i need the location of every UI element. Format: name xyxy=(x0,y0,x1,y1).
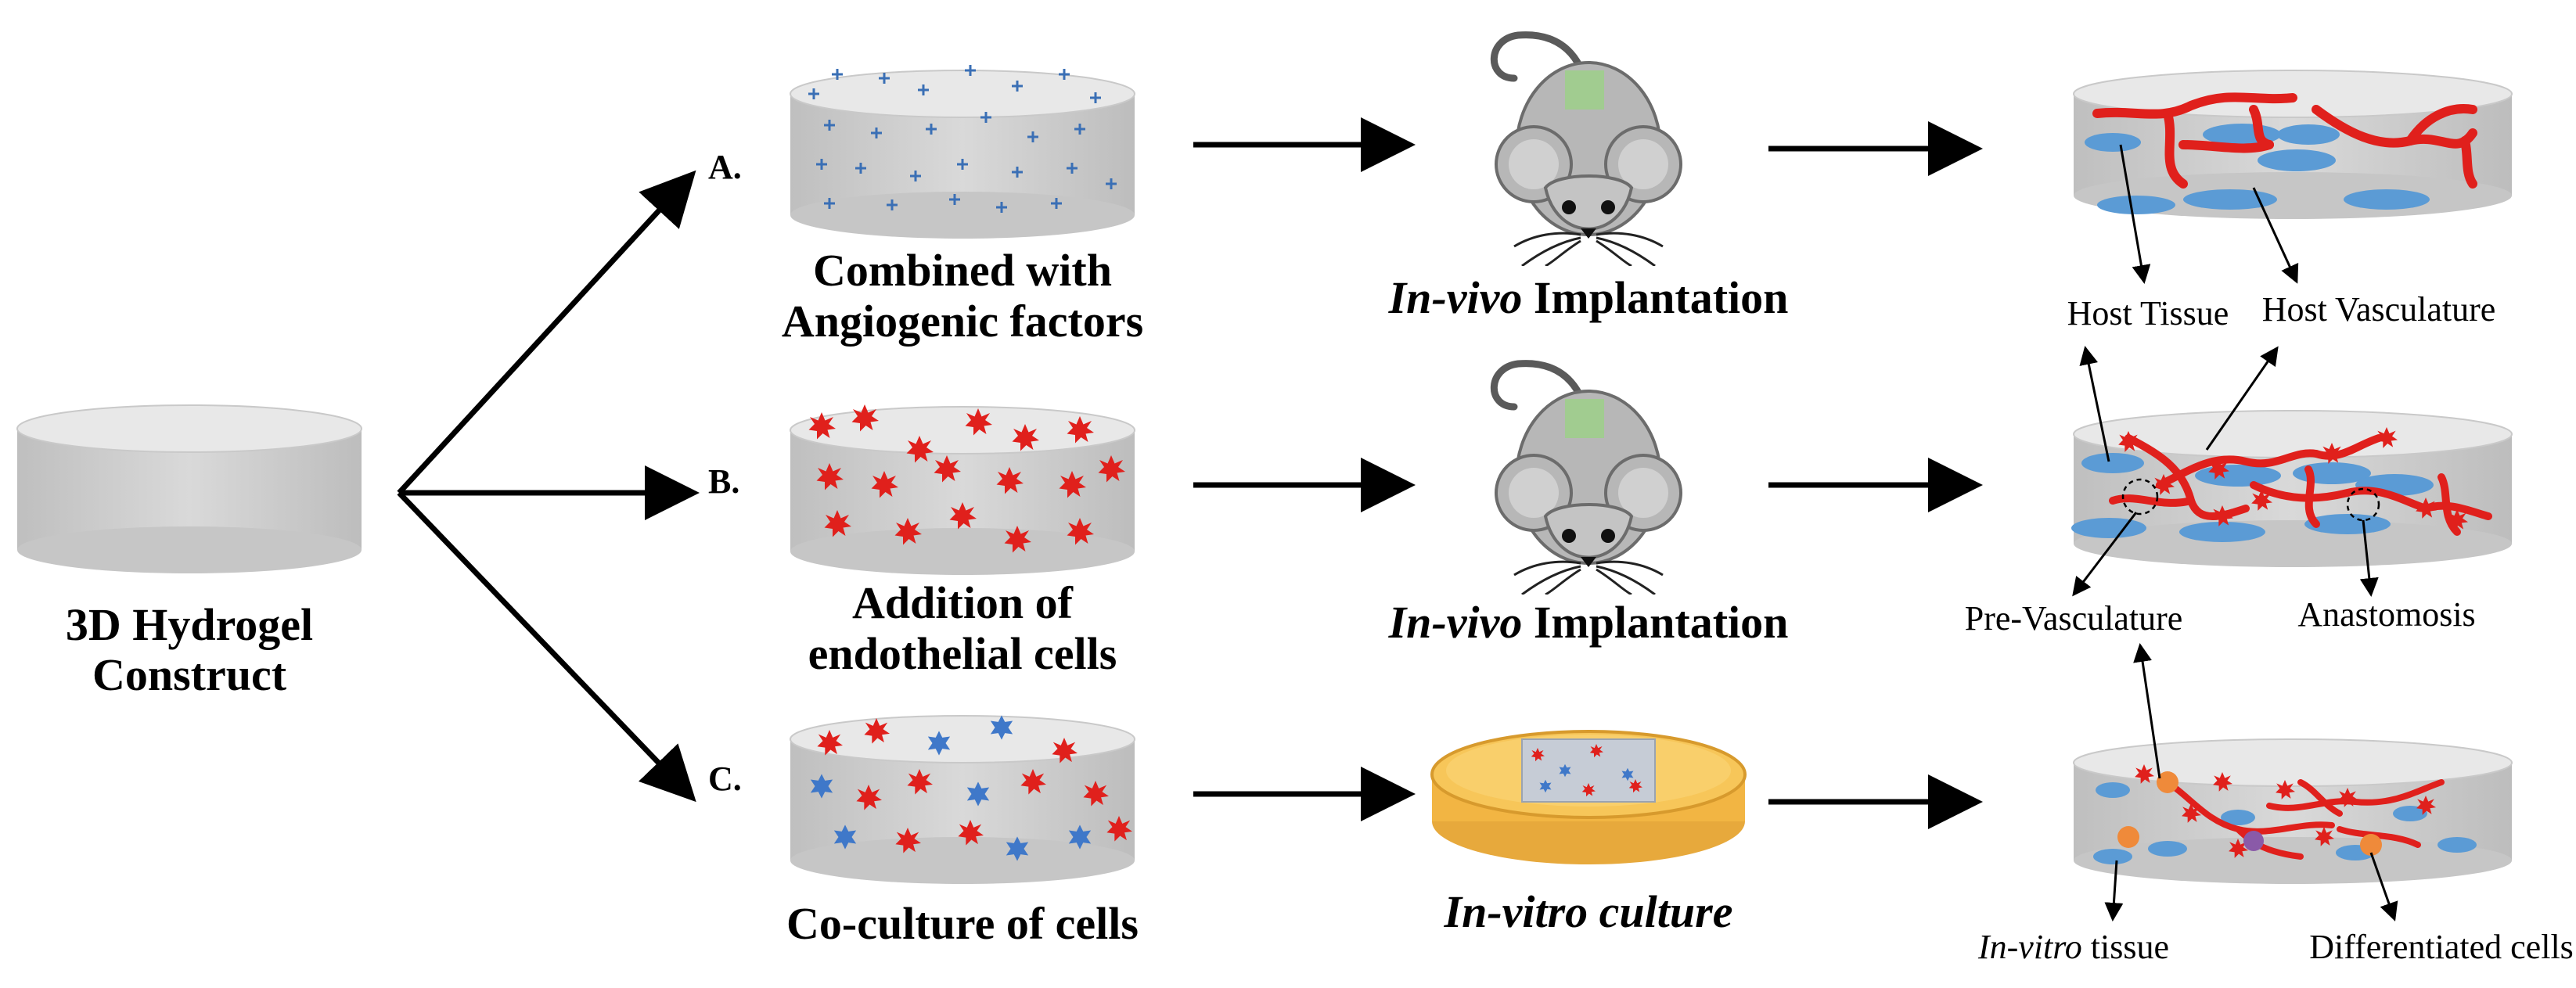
hydrogel-coculture xyxy=(790,715,1135,884)
result-a-pointers xyxy=(2119,144,2299,284)
hydrogel-construct xyxy=(16,404,362,573)
mouse-icon xyxy=(1494,364,1681,595)
angiogenic-factor-icon xyxy=(1027,131,1038,142)
row-a-step-label: In-vivo Implantation xyxy=(1388,272,1789,323)
angiogenic-factor-icon xyxy=(965,65,976,76)
step-arrows xyxy=(1193,117,1983,829)
angiogenic-factor-icon xyxy=(910,171,921,181)
angiogenic-factor-icon xyxy=(887,199,898,210)
angiogenic-factor-icon xyxy=(1012,167,1023,178)
row-b-step-italic: In-vivo xyxy=(1388,597,1523,648)
angiogenic-factor-icon xyxy=(832,69,843,80)
row-c-step-label: In-vitro culture xyxy=(1444,886,1733,937)
result-c-label-left-rest: tissue xyxy=(2082,928,2169,966)
row-b-hydrogel-line2: endothelial cells xyxy=(808,628,1117,679)
result-b-anastomosis xyxy=(2071,410,2513,567)
construct-label-line2: Construct xyxy=(92,649,287,700)
angiogenic-factor-icon xyxy=(808,88,819,99)
result-c-pointers xyxy=(2104,643,2398,922)
angiogenic-factor-icon xyxy=(926,124,937,135)
angiogenic-factor-icon xyxy=(1051,198,1062,209)
hydrogel-angiogenic xyxy=(790,65,1135,239)
row-b-step-rest: Implantation xyxy=(1522,597,1788,648)
row-a-hydrogel-line1: Combined with xyxy=(813,245,1112,296)
result-a-label-left: Host Tissue xyxy=(2067,294,2229,332)
row-a-step-italic: In-vivo xyxy=(1388,272,1523,323)
construct-label-line1: 3D Hydrogel xyxy=(66,599,313,650)
branch-arrows xyxy=(397,170,700,803)
angiogenic-factor-icon xyxy=(1106,178,1117,189)
result-b-pointers xyxy=(2072,346,2379,597)
angiogenic-factor-icon xyxy=(855,163,866,174)
row-b-step-label: In-vivo Implantation xyxy=(1388,597,1789,648)
row-letter-c: C. xyxy=(708,760,742,798)
mouse-icon xyxy=(1494,35,1681,266)
result-c-label-left: In-vitro tissue xyxy=(1977,928,2169,966)
angiogenic-factor-icon xyxy=(871,128,882,138)
angiogenic-factor-icon xyxy=(879,73,890,84)
result-a-host-vasculature xyxy=(2073,70,2513,219)
result-b-label-left: Pre-Vasculature xyxy=(1965,599,2183,638)
angiogenic-factor-icon xyxy=(1074,124,1085,135)
row-c-hydrogel-line1: Co-culture of cells xyxy=(786,898,1139,949)
result-c-in-vitro-tissue xyxy=(2073,738,2513,884)
angiogenic-factor-icon xyxy=(1067,163,1078,174)
row-letter-a: A. xyxy=(708,148,742,186)
angiogenic-factor-icon xyxy=(957,159,968,170)
result-c-label-left-italic: In-vitro xyxy=(1977,928,2082,966)
hydrogel-endothelial xyxy=(790,404,1135,575)
angiogenic-factor-icon xyxy=(980,112,991,123)
row-a-step-rest: Implantation xyxy=(1522,272,1788,323)
result-a-label-right: Host Vasculature xyxy=(2262,290,2496,329)
angiogenic-factor-icon xyxy=(824,120,835,131)
angiogenic-factor-icon xyxy=(1012,81,1023,92)
row-letter-b: B. xyxy=(708,462,739,501)
petri-dish-icon xyxy=(1430,730,1747,864)
result-c-label-right: Differentiated cells xyxy=(2309,928,2574,966)
angiogenic-factor-icon xyxy=(918,84,929,95)
result-b-label-right: Anastomosis xyxy=(2297,595,2475,634)
angiogenic-factor-icon xyxy=(1059,69,1070,80)
angiogenic-factor-icon xyxy=(1090,92,1101,103)
angiogenic-factor-icon xyxy=(808,65,1117,213)
angiogenic-factor-icon xyxy=(824,198,835,209)
angiogenic-factor-icon xyxy=(816,159,827,170)
angiogenic-factor-icon xyxy=(996,202,1007,213)
row-b-hydrogel-line1: Addition of xyxy=(852,577,1074,628)
row-a-hydrogel-line2: Angiogenic factors xyxy=(782,296,1143,347)
angiogenic-factor-icon xyxy=(949,194,960,205)
